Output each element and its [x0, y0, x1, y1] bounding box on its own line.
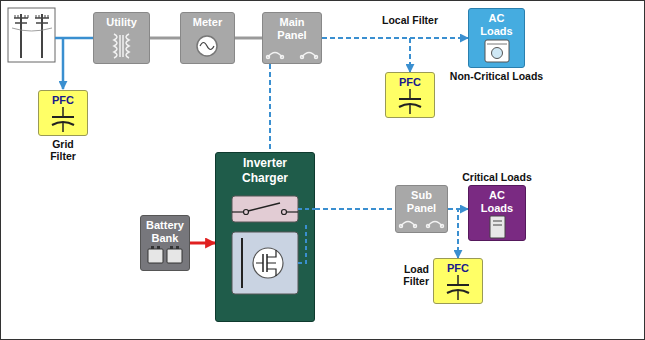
- panel-box: Main Panel: [262, 12, 322, 64]
- inverter-bridge-symbol: [232, 232, 298, 294]
- box-label: AC Loads: [473, 9, 521, 38]
- connector: [322, 38, 410, 72]
- box-label: AC Loads: [473, 186, 521, 215]
- connector: [315, 208, 395, 210]
- transfer-switch-symbol: [232, 196, 298, 222]
- connector: [235, 37, 262, 40]
- box-label: PFC: [39, 91, 87, 107]
- battery-box: Battery Bank: [140, 215, 190, 271]
- connector: [190, 242, 215, 245]
- breaker-symbol: [267, 53, 318, 59]
- box-caption: Local Filter: [365, 14, 455, 26]
- power-poles-icon: [8, 8, 55, 62]
- capacitor-symbol: [399, 89, 421, 114]
- box-label: Battery Bank: [141, 216, 189, 245]
- capacitor-symbol: [52, 107, 74, 132]
- box-label: PFC: [434, 259, 482, 275]
- connector: [269, 64, 271, 152]
- meter-symbol: [197, 36, 217, 56]
- grid-wire: [55, 37, 93, 40]
- capacitor-symbol: [447, 275, 469, 300]
- inverter-output-wire: [298, 208, 315, 210]
- box-label: Meter: [181, 13, 234, 29]
- box-label: Sub Panel: [396, 186, 447, 215]
- utility-box: Utility: [93, 12, 150, 64]
- grid-filter-wire: [62, 38, 65, 89]
- inverter-internal-wire: [298, 222, 306, 263]
- box-label: Utility: [94, 13, 149, 29]
- appliance-icon: [485, 40, 509, 62]
- box-caption: Critical Loads: [447, 171, 547, 183]
- box-label: Main Panel: [268, 13, 316, 42]
- box-caption: Grid Filter: [38, 138, 88, 162]
- box-label: Inverter Charger: [228, 153, 302, 186]
- box-caption: Non-Critical Loads: [437, 70, 557, 82]
- computer-icon: [490, 216, 505, 238]
- battery-icon: [148, 246, 182, 263]
- connector: [150, 37, 180, 40]
- box-label: PFC: [386, 73, 434, 89]
- box-caption: Load Filter: [381, 263, 429, 287]
- connector: [448, 209, 458, 258]
- transformer-symbol: [114, 34, 129, 58]
- breaker-symbol: [400, 222, 444, 228]
